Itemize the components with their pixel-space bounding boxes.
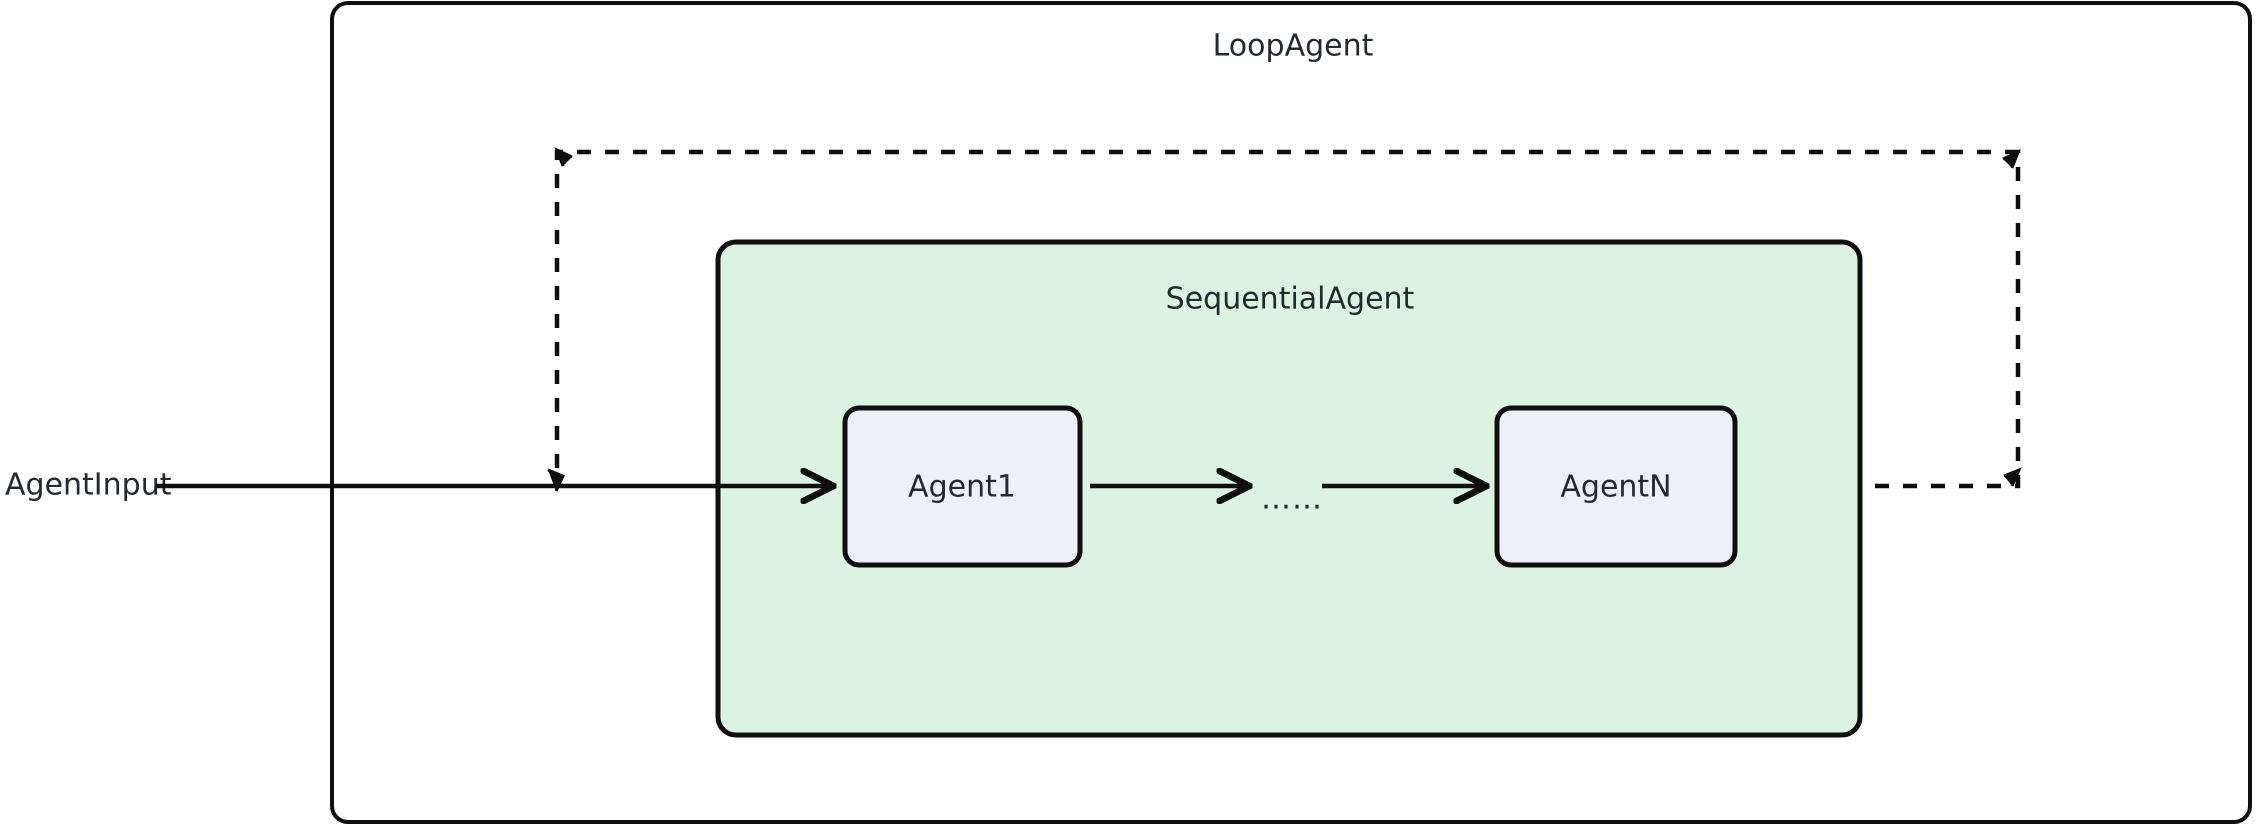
loopback-arrow-corner-topright [2002,149,2021,169]
loopback-arrow-corner-topleft [554,147,573,167]
agentN-label: AgentN [1560,470,1671,505]
loop-agent-label: LoopAgent [1213,29,1374,64]
ellipsis-label: …… [1261,482,1323,517]
sequential-agent-label: SequentialAgent [1166,282,1415,317]
loopback-arrow-corner-bottomright [2003,467,2022,487]
agentN-node[interactable] [1494,405,1738,568]
agent-input-label: AgentInput [5,468,172,503]
agent1-label: Agent1 [908,470,1016,505]
sequential-agent-container [715,239,1863,738]
agent1-node[interactable] [842,405,1083,568]
